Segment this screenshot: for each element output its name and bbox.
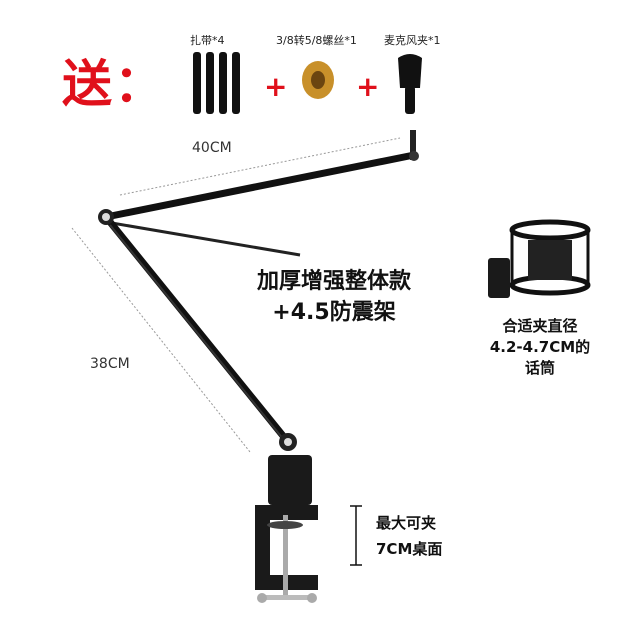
clamp-screw [283,515,288,595]
headline-line: 加厚增强整体款 [256,269,411,294]
upper-arm-length: 40CM [192,140,232,156]
c-clamp [255,505,318,590]
mic-clip-icon [398,54,422,114]
shock-mount [488,219,591,298]
shock-mount-note: 合适夹直径 4.2-4.7CM的 话筒 [489,317,591,377]
dimension-line-lower [71,227,251,453]
plus-sign: + [356,70,380,103]
headline-line: +4.5防震架 [272,300,396,325]
headline: 加厚增强整体款 +4.5防震架 [214,266,454,328]
lower-arm [102,213,292,446]
cable-ties-icon [193,52,240,114]
lower-arm-length: 38CM [90,356,130,372]
arm-spring [105,220,301,257]
gift-item-label: 扎带*4 [190,34,225,47]
gift-label: 送： [62,55,166,113]
clamp-note: 最大可夹 7CM桌面 [376,514,443,558]
plus-sign: + [264,70,288,103]
gift-item-label: 3/8转5/8螺丝*1 [276,34,357,47]
gift-item-label: 麦克风夹*1 [384,34,441,47]
upper-arm [102,151,418,221]
brass-screw-adapter-icon [302,61,334,99]
clamp-body [268,455,312,505]
